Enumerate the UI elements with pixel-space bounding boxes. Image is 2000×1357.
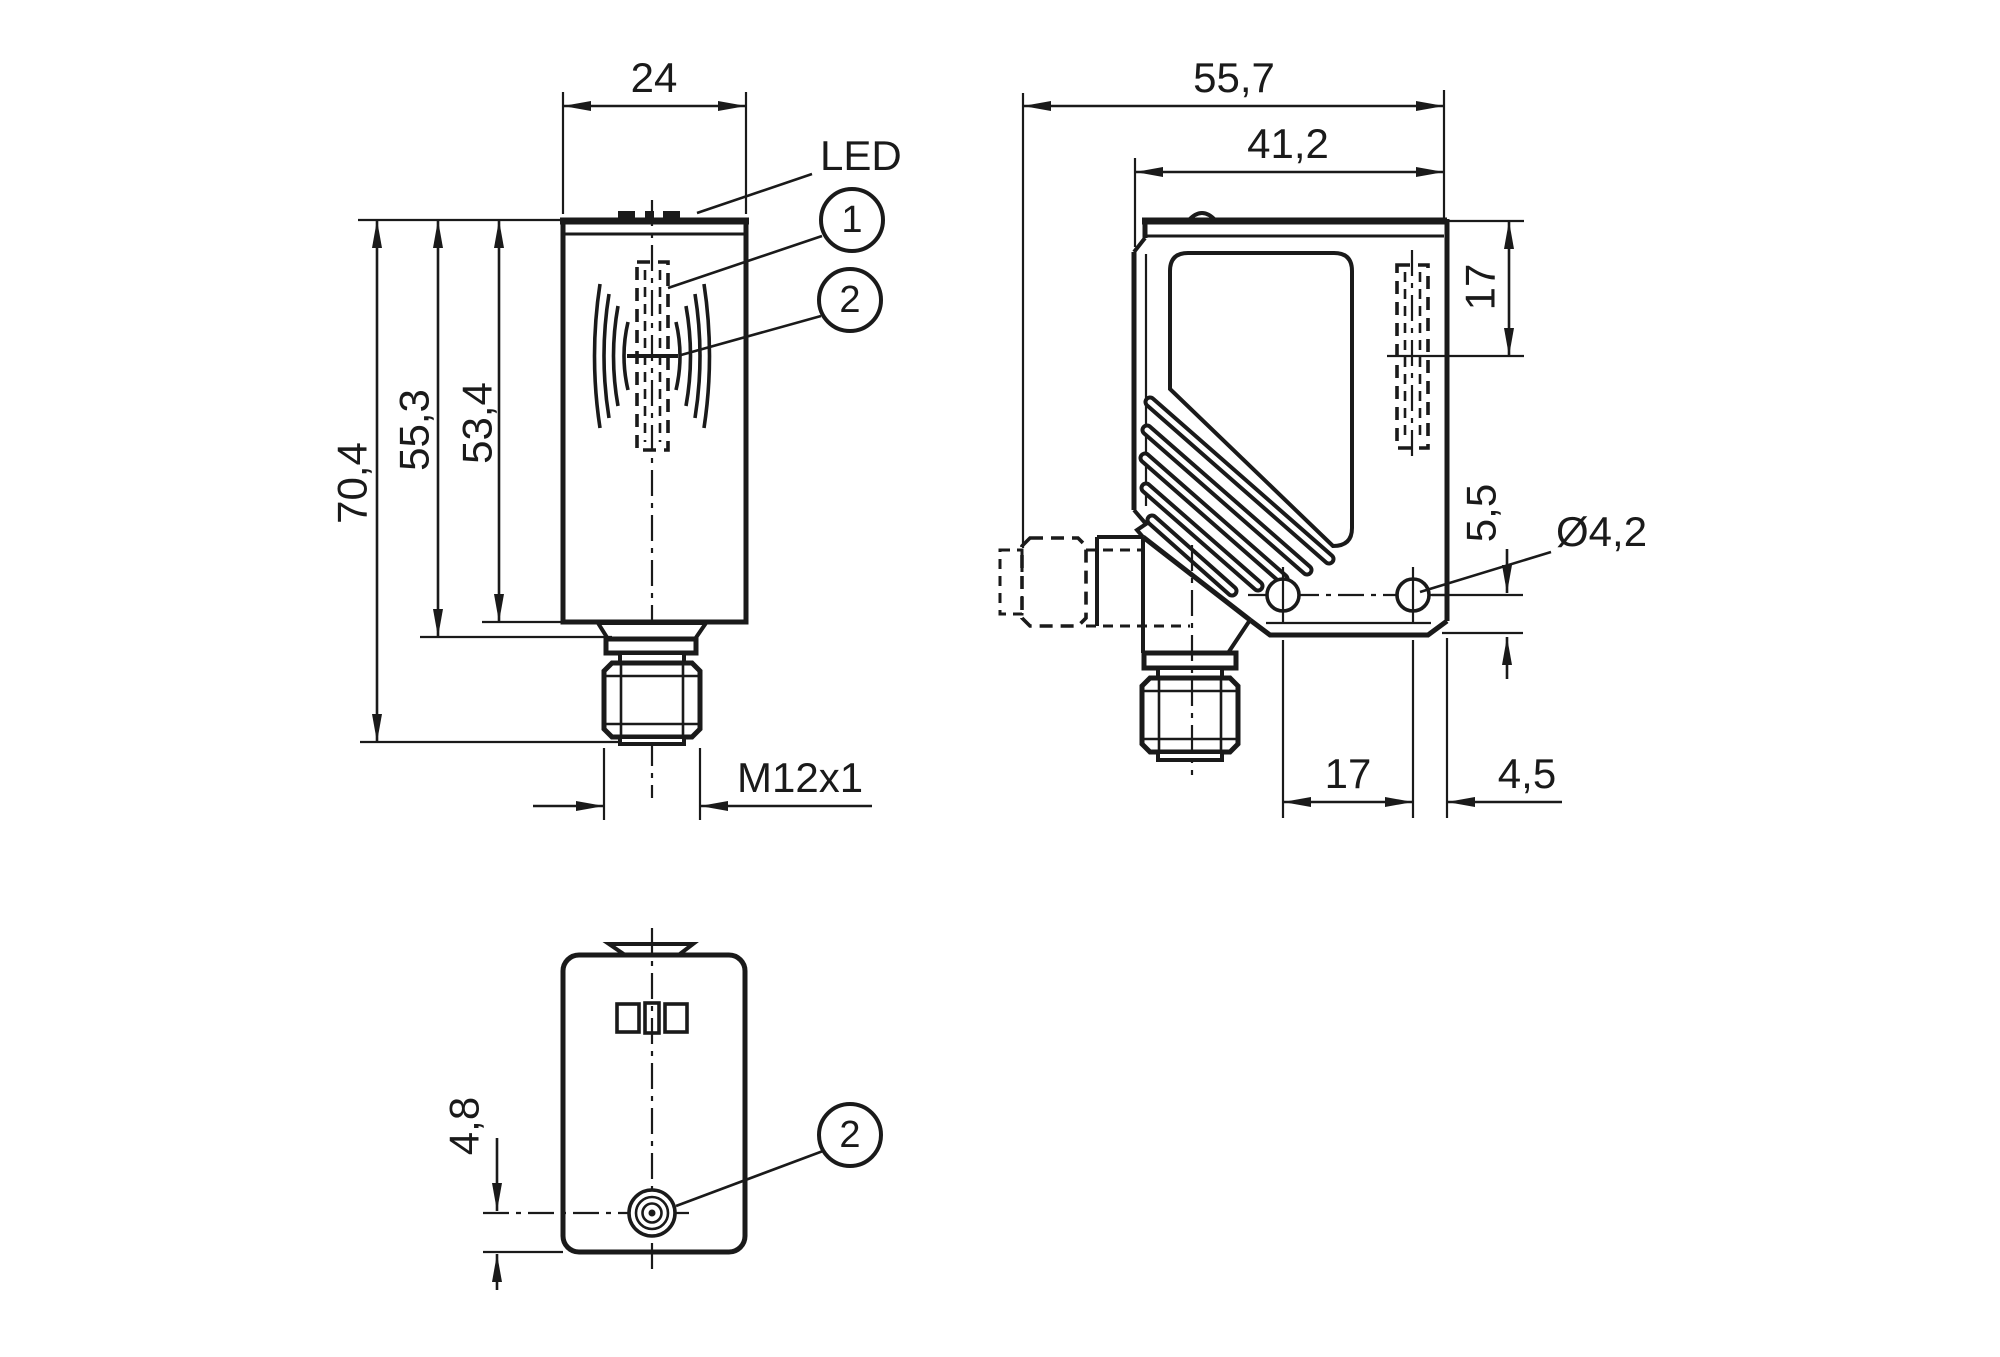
bottom-callout-2: 2	[675, 1102, 883, 1208]
side-front-notch	[1132, 508, 1149, 539]
dim-side-hole-spacing: 17 4,5	[1281, 638, 1562, 818]
dim-text-55-3: 55,3	[391, 389, 438, 471]
dim-text-55-7: 55,7	[1193, 54, 1275, 101]
side-connector-housing	[1095, 535, 1252, 655]
side-grip-ribs	[1138, 395, 1336, 598]
dim-text-70-4: 70,4	[329, 442, 376, 524]
led-label-group: LED	[696, 132, 902, 215]
callout-1: 1	[667, 187, 885, 290]
dim-m12-thread: M12x1	[533, 748, 872, 820]
side-diagonal-face	[1141, 535, 1252, 622]
dim-side-body-depth: 41,2	[1133, 120, 1444, 247]
m12-connector-side	[1139, 545, 1241, 775]
bottom-view: 4,8 2	[441, 928, 883, 1290]
callout-2-circle	[817, 267, 883, 333]
dim-text-5-5: 5,5	[1458, 484, 1505, 542]
side-view: 55,7 41,2 17 5,5 Ø4,2	[998, 54, 1647, 818]
dim-text-17-vert: 17	[1457, 264, 1504, 311]
led-indicator-windows	[618, 211, 680, 219]
dim-side-hole-height: 5,5	[1432, 484, 1523, 679]
side-mating-plug-dashed	[998, 536, 1190, 628]
side-front-chamfer	[1132, 236, 1147, 254]
front-view: 24 70,4 55,3 53,4 M12x1 LED	[329, 54, 902, 820]
dim-text-17-spacing: 17	[1325, 750, 1372, 797]
dim-text-41-2: 41,2	[1247, 120, 1329, 167]
callout-2: 2	[680, 267, 883, 357]
m12-connector-front	[594, 621, 710, 746]
dim-side-total-depth: 55,7	[1021, 54, 1446, 548]
dim-text-hole-diameter: Ø4,2	[1556, 508, 1647, 555]
side-bottom-foot	[1248, 618, 1449, 638]
dim-text-4-5: 4,5	[1498, 750, 1556, 797]
bottom-callout-2-number: 2	[839, 1114, 860, 1156]
dim-text-53-4: 53,4	[454, 382, 501, 464]
side-front-window	[1168, 251, 1354, 549]
callout-1-circle	[819, 187, 885, 253]
dim-bottom-axis-offset: 4,8	[441, 1097, 563, 1290]
dim-text-width-24: 24	[631, 54, 678, 101]
dim-side-axis-offset: 17	[1387, 219, 1524, 358]
dim-front-heights: 70,4 55,3 53,4	[329, 218, 622, 744]
side-led-bump	[1186, 211, 1218, 223]
led-label: LED	[820, 132, 902, 179]
dim-front-width: 24	[561, 54, 748, 214]
front-body-outline	[560, 217, 749, 625]
hole-diameter-callout: Ø4,2	[1419, 508, 1647, 594]
bottom-body-outline	[560, 952, 748, 1255]
dim-text-m12x1: M12x1	[737, 754, 863, 801]
callout-1-number: 1	[841, 199, 862, 241]
callout-2-number: 2	[839, 279, 860, 321]
mounting-holes	[1248, 567, 1445, 623]
dim-text-4-8: 4,8	[441, 1097, 488, 1155]
bottom-adjustment-screw	[627, 1188, 677, 1238]
bottom-callout-2-circle	[817, 1102, 883, 1168]
sound-wave-arcs	[592, 283, 712, 429]
